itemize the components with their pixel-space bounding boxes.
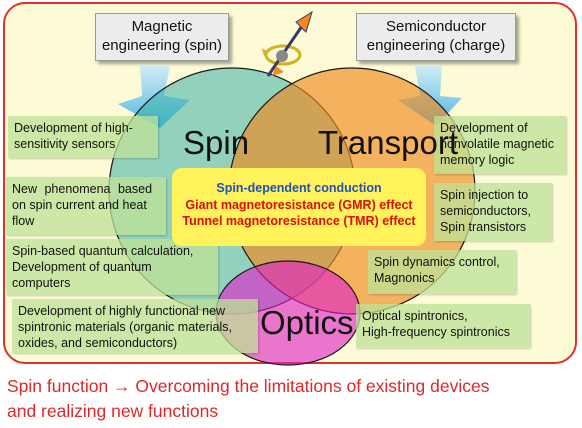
center-gmr: Giant magnetoresistance (GMR) effect [185, 197, 413, 212]
magnetic-line1: Magnetic [131, 18, 193, 35]
note-line: spintronic materials (organic materials, [18, 320, 232, 334]
note-quantum: Spin-based quantum calculation, Developm… [6, 239, 218, 295]
note-spin-current: New phenomena based on spin current and … [6, 177, 166, 235]
note-line: Optical spintronics, [362, 309, 468, 323]
caption-line2: and realizing new functions [7, 401, 219, 421]
note-memory-logic: Development of nonvolatile magnetic memo… [434, 116, 566, 174]
magnetic-line2: engineering (spin) [101, 37, 223, 54]
note-line: Spin-based quantum calculation, [12, 244, 194, 258]
note-line: sensitivity sensors [14, 137, 116, 151]
note-spin-dynamics: Spin dynamics control, Magnonics [368, 250, 516, 294]
note-materials: Development of highly functional new spi… [12, 299, 258, 353]
note-spin-injection: Spin injection to semiconductors, Spin t… [434, 183, 552, 241]
note-line: Spin transistors [440, 220, 527, 234]
note-line: High-frequency spintronics [362, 325, 510, 339]
magnetic-engineering-box: Magnetic engineering (spin) [95, 13, 229, 61]
note-line: semiconductors, [440, 204, 532, 218]
note-line: Spin dynamics control, [374, 255, 500, 269]
caption-line1: Spin function → Overcoming the limitatio… [7, 376, 490, 396]
note-line: Development of quantum [12, 260, 152, 274]
spin-label: Spin [183, 124, 250, 161]
transport-label: Transport [318, 124, 458, 161]
note-line: nonvolatile magnetic [440, 137, 554, 151]
caption: Spin function → Overcoming the limitatio… [7, 374, 577, 424]
note-line: Development of high- [14, 121, 133, 135]
note-line: on spin current and heat [12, 198, 147, 212]
center-title: Spin-dependent conduction [216, 181, 382, 195]
note-line: Magnonics [374, 271, 435, 285]
note-line: memory logic [440, 153, 515, 167]
note-line: Development of highly functional new [18, 304, 226, 318]
semiconductor-line2: engineering (charge) [366, 37, 506, 54]
note-line: Development of [440, 121, 528, 135]
semiconductor-engineering-box: Semiconductor engineering (charge) [356, 13, 516, 61]
note-line: computers [12, 276, 71, 290]
note-sensors: Development of high- sensitivity sensors [8, 116, 158, 158]
note-line: oxides, and semiconductors) [18, 336, 178, 350]
note-line: flow [12, 214, 35, 228]
spin-dependent-conduction-box: Spin-dependent conduction Giant magnetor… [172, 168, 426, 246]
center-tmr: Tunnel magnetoresistance (TMR) effect [182, 214, 416, 228]
note-optical: Optical spintronics, High-frequency spin… [356, 304, 530, 348]
spin-icon [262, 10, 313, 77]
semiconductor-line1: Semiconductor [385, 18, 487, 35]
note-line: New phenomena based [12, 182, 153, 196]
optics-label: Optics [260, 304, 354, 341]
note-line: Spin injection to [440, 188, 529, 202]
